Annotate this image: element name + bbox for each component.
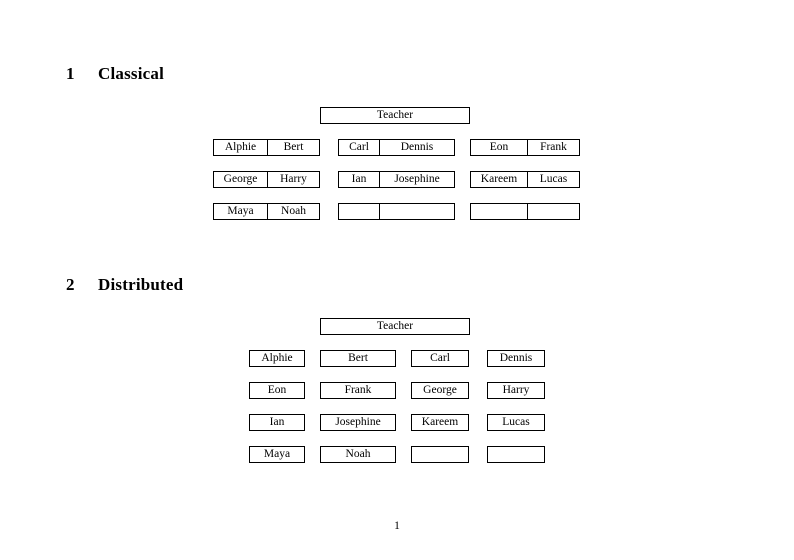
distributed-teacher-box: Teacher bbox=[320, 318, 470, 335]
classical-group-3-row-3 bbox=[470, 203, 580, 220]
classical-teacher-box: Teacher bbox=[320, 107, 470, 124]
classical-cell: Ian bbox=[338, 171, 379, 188]
distributed-cell bbox=[487, 446, 545, 463]
classical-cell: Frank bbox=[527, 139, 580, 156]
section-number: 2 bbox=[66, 275, 75, 294]
classical-cell bbox=[379, 203, 455, 220]
distributed-cell: Josephine bbox=[320, 414, 396, 431]
distributed-cell: Lucas bbox=[487, 414, 545, 431]
distributed-cell bbox=[411, 446, 469, 463]
distributed-cell: Alphie bbox=[249, 350, 305, 367]
section-title: Distributed bbox=[98, 275, 184, 294]
classical-group-2-row-2: Ian Josephine bbox=[338, 171, 455, 188]
classical-cell: Bert bbox=[267, 139, 320, 156]
classical-cell: Dennis bbox=[379, 139, 455, 156]
classical-group-2-row-3 bbox=[338, 203, 455, 220]
distributed-cell: Harry bbox=[487, 382, 545, 399]
classical-cell bbox=[470, 203, 527, 220]
section-title: Classical bbox=[98, 64, 165, 83]
classical-cell bbox=[527, 203, 580, 220]
distributed-cell: Frank bbox=[320, 382, 396, 399]
classical-group-1-row-3: Maya Noah bbox=[213, 203, 320, 220]
classical-group-3-row-2: Kareem Lucas bbox=[470, 171, 580, 188]
distributed-cell: George bbox=[411, 382, 469, 399]
classical-group-3-row-1: Eon Frank bbox=[470, 139, 580, 156]
distributed-cell: Bert bbox=[320, 350, 396, 367]
classical-cell: Harry bbox=[267, 171, 320, 188]
classical-cell: Carl bbox=[338, 139, 379, 156]
distributed-cell: Ian bbox=[249, 414, 305, 431]
classical-cell: Noah bbox=[267, 203, 320, 220]
distributed-cell: Carl bbox=[411, 350, 469, 367]
page-number: 1 bbox=[394, 520, 400, 532]
classical-cell bbox=[338, 203, 379, 220]
section-heading-classical: 1 Classical bbox=[66, 64, 164, 84]
classical-cell: Eon bbox=[470, 139, 527, 156]
classical-cell: Josephine bbox=[379, 171, 455, 188]
classical-cell: Lucas bbox=[527, 171, 580, 188]
classical-cell: George bbox=[213, 171, 267, 188]
distributed-cell: Maya bbox=[249, 446, 305, 463]
section-number: 1 bbox=[66, 64, 75, 83]
classical-group-1-row-1: Alphie Bert bbox=[213, 139, 320, 156]
classical-group-2-row-1: Carl Dennis bbox=[338, 139, 455, 156]
section-heading-distributed: 2 Distributed bbox=[66, 275, 183, 295]
distributed-cell: Eon bbox=[249, 382, 305, 399]
classical-cell: Alphie bbox=[213, 139, 267, 156]
classical-cell: Maya bbox=[213, 203, 267, 220]
distributed-cell: Kareem bbox=[411, 414, 469, 431]
distributed-cell: Noah bbox=[320, 446, 396, 463]
classical-cell: Kareem bbox=[470, 171, 527, 188]
classical-group-1-row-2: George Harry bbox=[213, 171, 320, 188]
distributed-cell: Dennis bbox=[487, 350, 545, 367]
